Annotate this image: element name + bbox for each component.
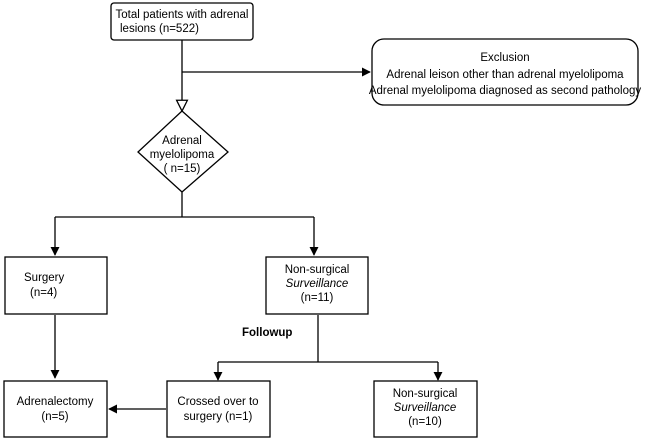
node-crossed-over: Crossed over to surgery (n=1)	[166, 380, 271, 438]
myelolipoma-line2: myelolipoma	[150, 149, 215, 161]
total-line1: Total patients with adrenal	[116, 9, 249, 21]
followup-label: Followup	[242, 327, 292, 339]
exclusion-line1: Adrenal leison other than adrenal myelol…	[386, 69, 624, 81]
node-adrenalectomy: Adrenalectomy (n=5)	[3, 380, 108, 438]
nonsurgical-main-line3: (n=11)	[301, 292, 334, 304]
node-nonsurgical-end: Non-surgical Surveillance (n=10)	[373, 380, 478, 438]
surgery-line1: Surgery	[24, 272, 65, 284]
crossed-line1: Crossed over to	[177, 396, 258, 408]
node-nonsurgical-surveillance: Non-surgical Surveillance (n=11)	[265, 256, 369, 315]
nonsurgical-main-line1: Non-surgical	[285, 264, 350, 276]
exclusion-line2: Adrenal myelolipoma diagnosed as second …	[369, 85, 642, 97]
adrenalectomy-line2: (n=5)	[41, 411, 68, 423]
node-total-patients: Total patients with adrenal lesions (n=5…	[110, 2, 254, 41]
nonsurgical-main-line2: Surveillance	[286, 278, 349, 290]
adrenalectomy-line1: Adrenalectomy	[17, 396, 94, 408]
myelolipoma-line1: Adrenal	[162, 135, 202, 147]
total-line2: lesions (n=522)	[120, 23, 199, 35]
nonsurgical-end-line2: Surveillance	[394, 402, 457, 414]
nonsurgical-end-line3: (n=10)	[408, 416, 442, 428]
node-surgery: Surgery (n=4)	[4, 256, 108, 315]
myelolipoma-line3: ( n=15)	[164, 163, 201, 175]
node-myelolipoma-diamond: Adrenal myelolipoma ( n=15)	[137, 110, 229, 193]
nonsurgical-end-line1: Non-surgical	[393, 388, 458, 400]
exclusion-title: Exclusion	[480, 52, 529, 64]
node-exclusion: Exclusion Adrenal leison other than adre…	[369, 38, 642, 106]
crossed-line2: surgery (n=1)	[184, 411, 253, 423]
surgery-line2: (n=4)	[30, 287, 57, 299]
